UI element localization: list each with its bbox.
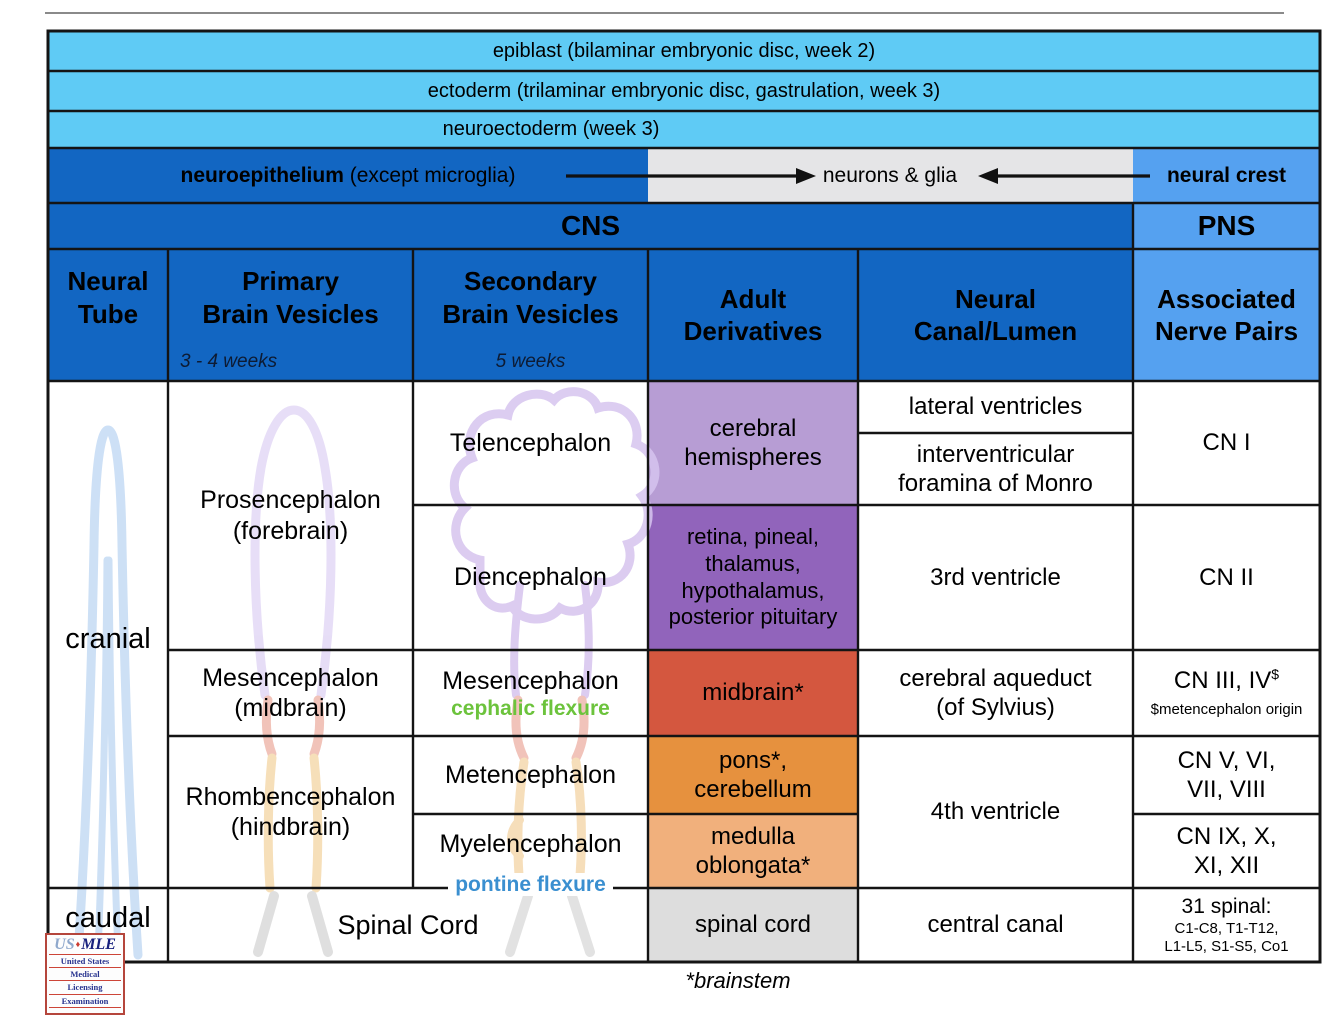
epiblast-label: epiblast (bilaminar embryonic disc, week… xyxy=(492,39,876,62)
usmle-logo-brand: US ♦ MLE xyxy=(54,936,116,953)
usmle-logo-line: Examination xyxy=(49,993,121,1008)
third-ventricle-label: 3rd ventricle xyxy=(930,563,1061,591)
header-primary-line1: Primary xyxy=(242,266,339,296)
neural-tube-art xyxy=(73,425,143,960)
cn34-superscript: $ xyxy=(1271,666,1280,683)
header-secondary-line2: Brain Vesicles xyxy=(442,298,619,329)
neuroectoderm-label: neuroectoderm (week 3) xyxy=(442,118,660,141)
header-adult-derivatives: Adult Derivatives xyxy=(683,283,823,347)
header-primary-line2: Brain Vesicles xyxy=(202,298,379,329)
cns-label: CNS xyxy=(560,209,621,241)
mesencephalon-secondary-cell: Mesencephalon cephalic flexure xyxy=(413,650,648,736)
usmle-logo-line: United States xyxy=(49,953,121,967)
ectoderm-label: ectoderm (trilaminar embryonic disc, gas… xyxy=(427,79,941,102)
cn34-label: CN III, IV$ xyxy=(1173,666,1280,695)
usmle-logo-line: Medical xyxy=(49,966,121,980)
prosencephalon-cell: Prosencephalon (forebrain) xyxy=(200,486,381,545)
header-neural-canal: Neural Canal/Lumen xyxy=(913,283,1078,347)
cephalic-flexure-label: cephalic flexure xyxy=(451,696,610,720)
usmle-logo-line: Licensing xyxy=(49,980,121,993)
cn5678-label: CN V, VI, VII, VIII xyxy=(1177,746,1276,803)
pons-cerebellum-label: pons*, cerebellum xyxy=(694,746,812,803)
interventricular-label: interventricular foramina of Monro xyxy=(898,440,1093,497)
lateral-ventricles-label: lateral ventricles xyxy=(908,393,1083,421)
header-secondary-vesicles: Secondary Brain Vesicles xyxy=(413,255,648,340)
mesencephalon-secondary-label: Mesencephalon xyxy=(442,667,619,696)
spinal-cord-derivative-label: spinal cord xyxy=(694,911,812,939)
header-neural-tube: Neural Tube xyxy=(67,266,149,329)
diencephalon-cell: Diencephalon xyxy=(454,563,607,592)
secondary-weeks-label: 5 weeks xyxy=(495,351,566,373)
spinal-nerves-detail1: C1-C8, T1-T12, xyxy=(1174,919,1279,937)
metencephalon-cell: Metencephalon xyxy=(445,760,616,789)
cerebral-hemispheres-label: cerebral hemispheres xyxy=(684,414,822,471)
neuroepithelium-bold: neuroepithelium xyxy=(180,163,344,187)
cn1-label: CN I xyxy=(1202,429,1251,457)
cerebral-aqueduct-label: cerebral aqueduct (of Sylvius) xyxy=(899,664,1092,721)
header-primary-vesicles: Primary Brain Vesicles xyxy=(168,255,413,340)
fourth-ventricle-label: 4th ventricle xyxy=(930,798,1061,826)
usmle-logo: US ♦ MLE United States Medical Licensing… xyxy=(45,933,125,1015)
neuroepithelium-label: neuroepithelium (except microglia) xyxy=(48,148,648,203)
central-canal-label: central canal xyxy=(927,911,1064,939)
myelencephalon-cell: Myelencephalon xyxy=(439,829,622,858)
medulla-label: medulla oblongata* xyxy=(695,822,811,879)
cranial-label: cranial xyxy=(65,623,151,656)
retina-derivatives-label: retina, pineal, thalamus, hypothalamus, … xyxy=(668,523,838,630)
neurons-glia-label: neurons & glia xyxy=(822,163,958,187)
pontine-flexure-wrap: pontine flexure xyxy=(413,869,648,900)
spinal-nerves-cell: 31 spinal: C1-C8, T1-T12, L1-L5, S1-S5, … xyxy=(1133,890,1320,960)
header-secondary-line1: Secondary xyxy=(464,266,597,296)
primary-weeks-label: 3 - 4 weeks xyxy=(180,351,278,372)
neuroepithelium-note: (except microglia) xyxy=(343,163,516,187)
pontine-flexure-label: pontine flexure xyxy=(448,872,613,897)
diamond-icon: ♦ xyxy=(75,938,81,949)
midbrain-label: midbrain* xyxy=(702,679,804,707)
spinal-nerves-detail2: L1-L5, S1-S5, Co1 xyxy=(1164,937,1289,955)
telencephalon-cell: Telencephalon xyxy=(449,428,612,457)
cn912-label: CN IX, X, XI, XII xyxy=(1176,822,1277,879)
rhombencephalon-cell: Rhombencephalon (hindbrain) xyxy=(185,782,396,842)
neural-crest-label: neural crest xyxy=(1166,163,1287,187)
pns-label: PNS xyxy=(1197,209,1256,241)
mesencephalon-primary-cell: Mesencephalon (midbrain) xyxy=(202,663,379,723)
header-nerve-pairs: Associated Nerve Pairs xyxy=(1154,283,1299,347)
cn2-label: CN II xyxy=(1199,563,1254,591)
spinal-nerves-title: 31 spinal: xyxy=(1181,894,1272,918)
metencephalon-origin-note: $metencephalon origin xyxy=(1150,701,1303,719)
brainstem-footnote: *brainstem xyxy=(685,967,791,993)
cn34-cell: CN III, IV$ $metencephalon origin xyxy=(1133,650,1320,736)
